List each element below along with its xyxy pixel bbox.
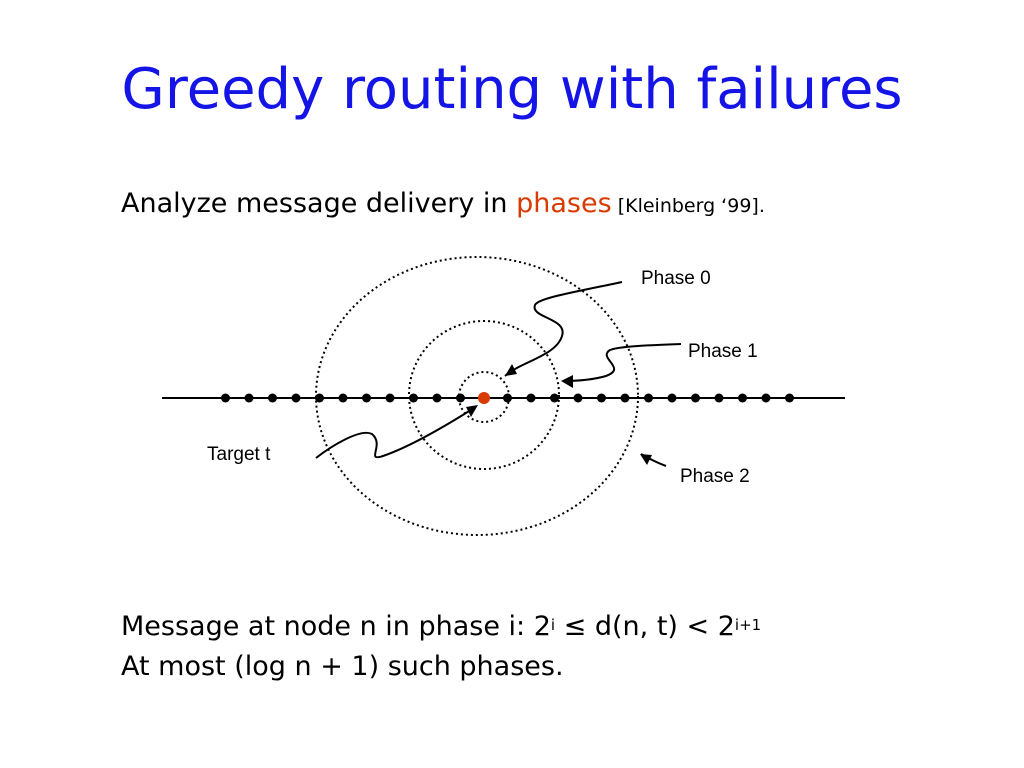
node	[550, 393, 559, 403]
slide-title: Greedy routing with failures	[121, 57, 903, 122]
node	[785, 393, 794, 403]
exponent-i: i	[550, 616, 556, 634]
node	[573, 393, 583, 403]
node	[738, 393, 747, 403]
label-phase1: Phase 1	[688, 341, 758, 362]
node	[268, 393, 277, 403]
phase-count: At most (log n + 1) such phases.	[121, 651, 564, 682]
node	[315, 393, 324, 403]
phase-definition-b: ≤ d(n, t) < 2	[555, 611, 735, 642]
target-node	[478, 392, 490, 404]
node	[526, 393, 536, 403]
node	[385, 393, 395, 403]
phase2-arrowhead	[640, 454, 652, 465]
node	[503, 393, 512, 403]
phase-definition: Message at node n in phase i: 2i ≤ d(n, …	[121, 607, 761, 647]
node	[221, 393, 230, 403]
label-target: Target t	[207, 444, 271, 465]
phase0-arrowhead	[505, 364, 517, 376]
phase1-arrowhead	[561, 375, 573, 388]
label-phase2: Phase 2	[680, 466, 750, 487]
node	[644, 393, 653, 403]
phase1-arrow	[562, 343, 682, 382]
bottom-text: Message at node n in phase i: 2i ≤ d(n, …	[121, 607, 761, 687]
phase1-circle	[408, 320, 560, 470]
phase0-arrow	[504, 281, 623, 377]
node	[291, 393, 301, 403]
node	[691, 393, 700, 403]
target-arrow	[315, 407, 475, 459]
node	[362, 393, 371, 403]
node	[761, 393, 771, 403]
node	[620, 393, 630, 403]
subtitle-prefix: Analyze message delivery in	[121, 188, 517, 219]
target-arrowhead	[466, 405, 478, 417]
label-phase0: Phase 0	[641, 268, 711, 289]
citation: [Kleinberg ‘99].	[611, 195, 765, 217]
phase-definition-a: Message at node n in phase i: 2	[121, 611, 551, 642]
node	[714, 393, 724, 403]
node	[409, 393, 418, 403]
node	[338, 393, 348, 403]
node	[432, 393, 442, 403]
nodes	[221, 393, 794, 403]
exponent-i-plus-1: i+1	[734, 616, 762, 634]
node	[597, 393, 606, 403]
subtitle: Analyze message delivery in phases [Klei…	[121, 190, 765, 217]
node	[667, 393, 677, 403]
node	[244, 393, 254, 403]
node	[456, 393, 465, 403]
subtitle-highlight: phases	[516, 188, 612, 219]
